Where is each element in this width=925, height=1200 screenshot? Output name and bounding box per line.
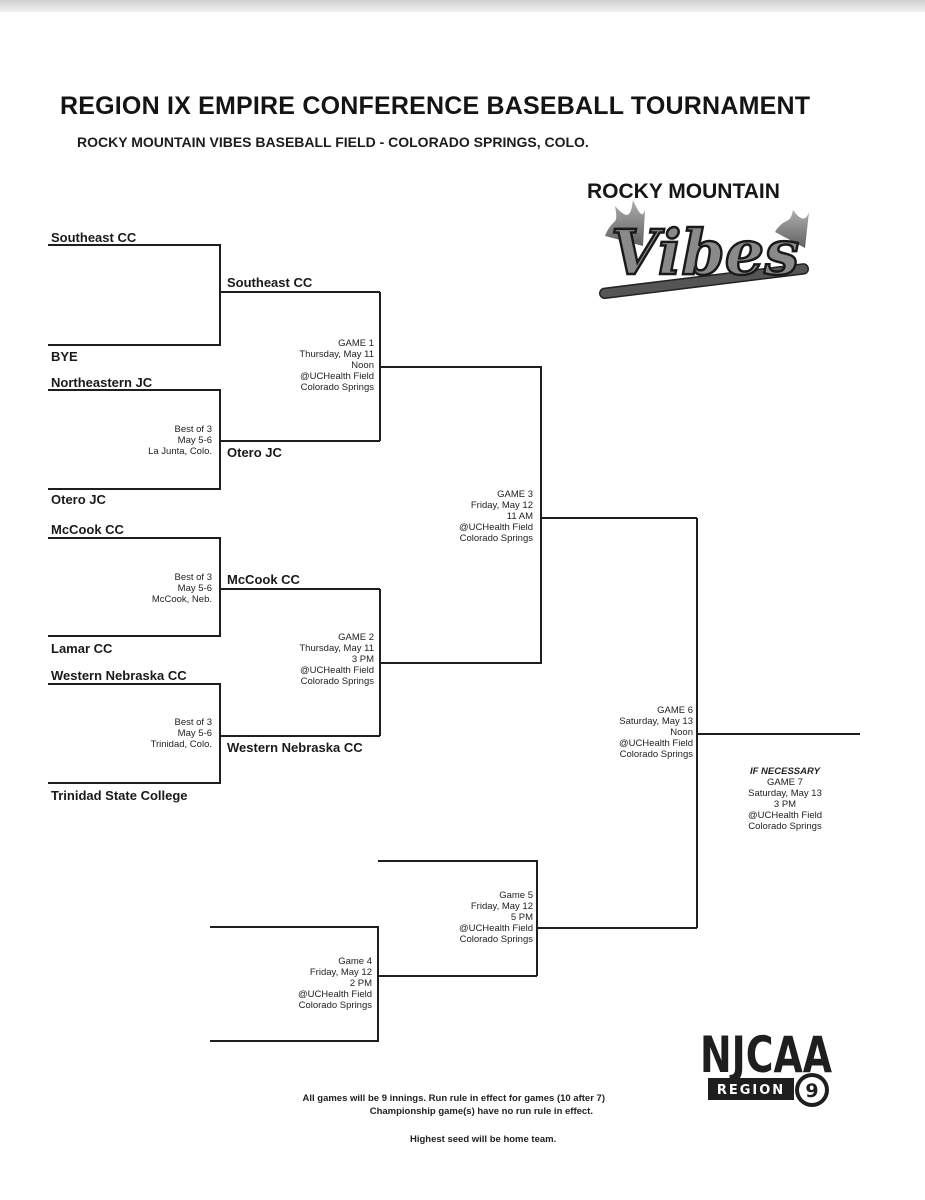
vibes-logo-script: Vibes <box>611 216 799 289</box>
team-r2-2: Otero JC <box>227 445 282 460</box>
bracket-line <box>48 389 221 490</box>
team-r1-7: Western Nebraska CC <box>51 668 187 683</box>
page-title: REGION IX EMPIRE CONFERENCE BASEBALL TOU… <box>60 92 811 120</box>
rocky-mountain-vibes-logo: Vibes <box>599 200 810 300</box>
bracket-line <box>48 244 221 346</box>
team-r1-6: Lamar CC <box>51 641 113 656</box>
page-subtitle: ROCKY MOUNTAIN VIBES BASEBALL FIELD - CO… <box>77 134 589 150</box>
bracket-line <box>48 537 221 637</box>
team-r1-2: BYE <box>51 349 78 364</box>
note-home-team: Highest seed will be home team. <box>410 1134 557 1145</box>
team-r2-3: McCook CC <box>227 572 300 587</box>
top-edge <box>0 0 925 12</box>
njcaa-logo-region: REGION <box>717 1083 785 1098</box>
vibes-logo-title: ROCKY MOUNTAIN <box>587 180 780 203</box>
team-r1-3: Northeastern JC <box>51 375 153 390</box>
bracket-line <box>378 860 538 976</box>
team-r1-8: Trinidad State College <box>51 788 188 803</box>
njcaa-region-9-logo: NJCAA REGION 9 <box>700 1008 832 1122</box>
team-r2-1: Southeast CC <box>227 275 313 290</box>
bracket-line <box>210 926 379 1042</box>
team-r1-1: Southeast CC <box>51 230 137 245</box>
njcaa-logo-number: 9 <box>805 1080 818 1102</box>
bracket-line <box>48 683 221 784</box>
team-r1-5: McCook CC <box>51 522 124 537</box>
team-r2-4: Western Nebraska CC <box>227 740 363 755</box>
note-championship: Championship game(s) have no run rule in… <box>369 1106 593 1117</box>
bracket-line <box>380 366 542 664</box>
team-r1-4: Otero JC <box>51 492 106 507</box>
note-innings: All games will be 9 innings. Run rule in… <box>302 1093 606 1104</box>
